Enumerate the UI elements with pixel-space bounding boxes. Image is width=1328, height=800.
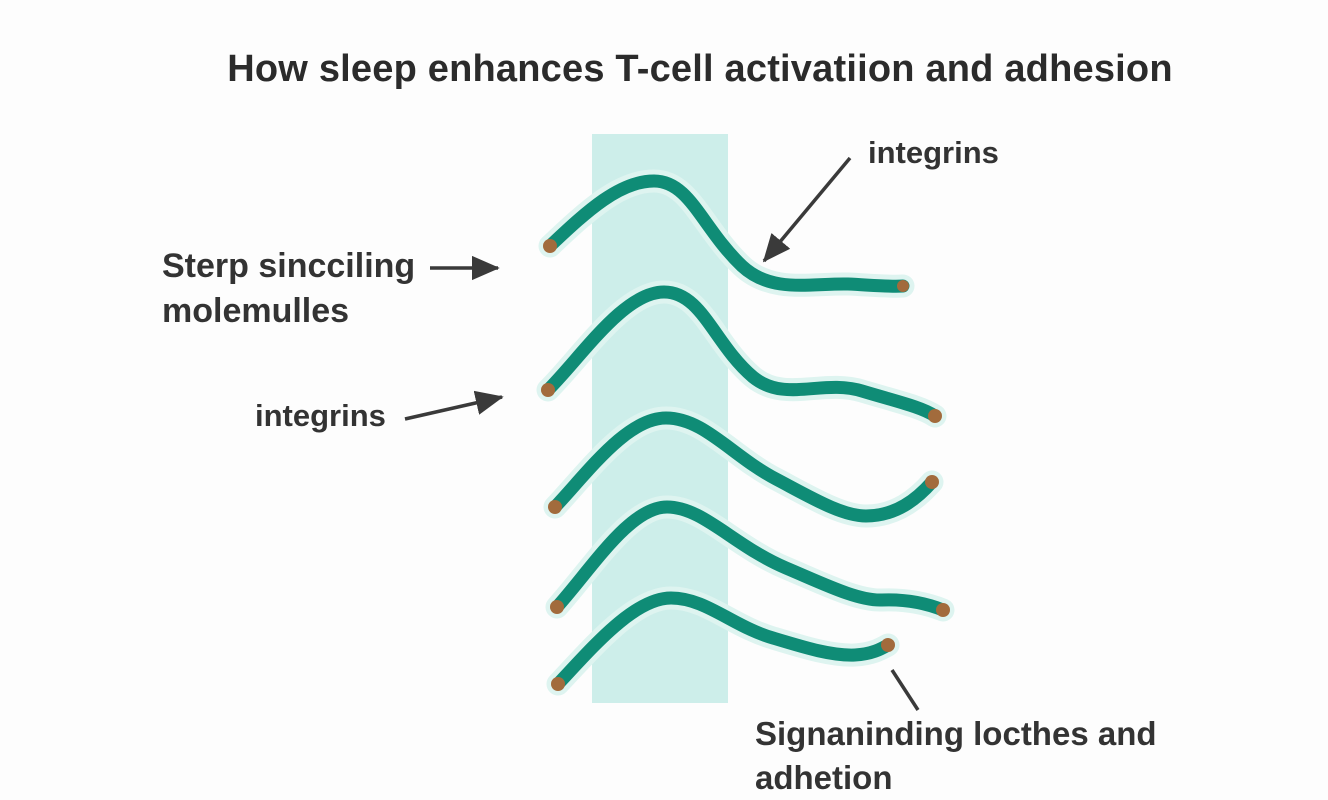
label-signaling-bottom-line1: Signaninding locthes and bbox=[755, 715, 1157, 752]
label-signaling-bottom: Signaninding locthes and adhetion bbox=[755, 712, 1157, 800]
label-signaling-bottom-line2: adhetion bbox=[755, 759, 893, 796]
annotation-arrow-group bbox=[404, 156, 920, 711]
curve-tip bbox=[541, 383, 555, 397]
t-cell-curve-4 bbox=[550, 500, 950, 617]
curve-group bbox=[541, 174, 950, 691]
curve-tip bbox=[881, 638, 895, 652]
arrow-integrins-top bbox=[762, 156, 852, 263]
curve-tip-group bbox=[541, 239, 950, 691]
t-cell-curve-3 bbox=[548, 411, 939, 523]
arrow-integrins-left bbox=[404, 390, 504, 421]
label-integrins-top: integrins bbox=[868, 135, 999, 170]
curve-tip bbox=[548, 500, 562, 514]
curve-tip bbox=[936, 603, 950, 617]
t-cell-curve-2 bbox=[541, 285, 942, 423]
curve-tip bbox=[551, 677, 565, 691]
curve-tip bbox=[928, 409, 942, 423]
curve-tip bbox=[897, 280, 909, 292]
t-cell-curve-5 bbox=[551, 591, 895, 691]
label-sleep-signaling-line2: molemulles bbox=[162, 292, 350, 330]
label-integrins-left: integrins bbox=[255, 398, 386, 433]
label-sleep-signaling: Sterp sincciling molemulles bbox=[162, 244, 415, 334]
label-sleep-signaling-line1: Sterp sincciling bbox=[162, 247, 416, 285]
curve-tip bbox=[925, 475, 939, 489]
curve-tip bbox=[550, 600, 564, 614]
curve-tip bbox=[543, 239, 557, 253]
t-cell-curve-1 bbox=[543, 174, 910, 293]
leader-line-signaling-bottom bbox=[890, 669, 920, 711]
page-title: How sleep enhances T-cell activatiion an… bbox=[227, 48, 1173, 90]
